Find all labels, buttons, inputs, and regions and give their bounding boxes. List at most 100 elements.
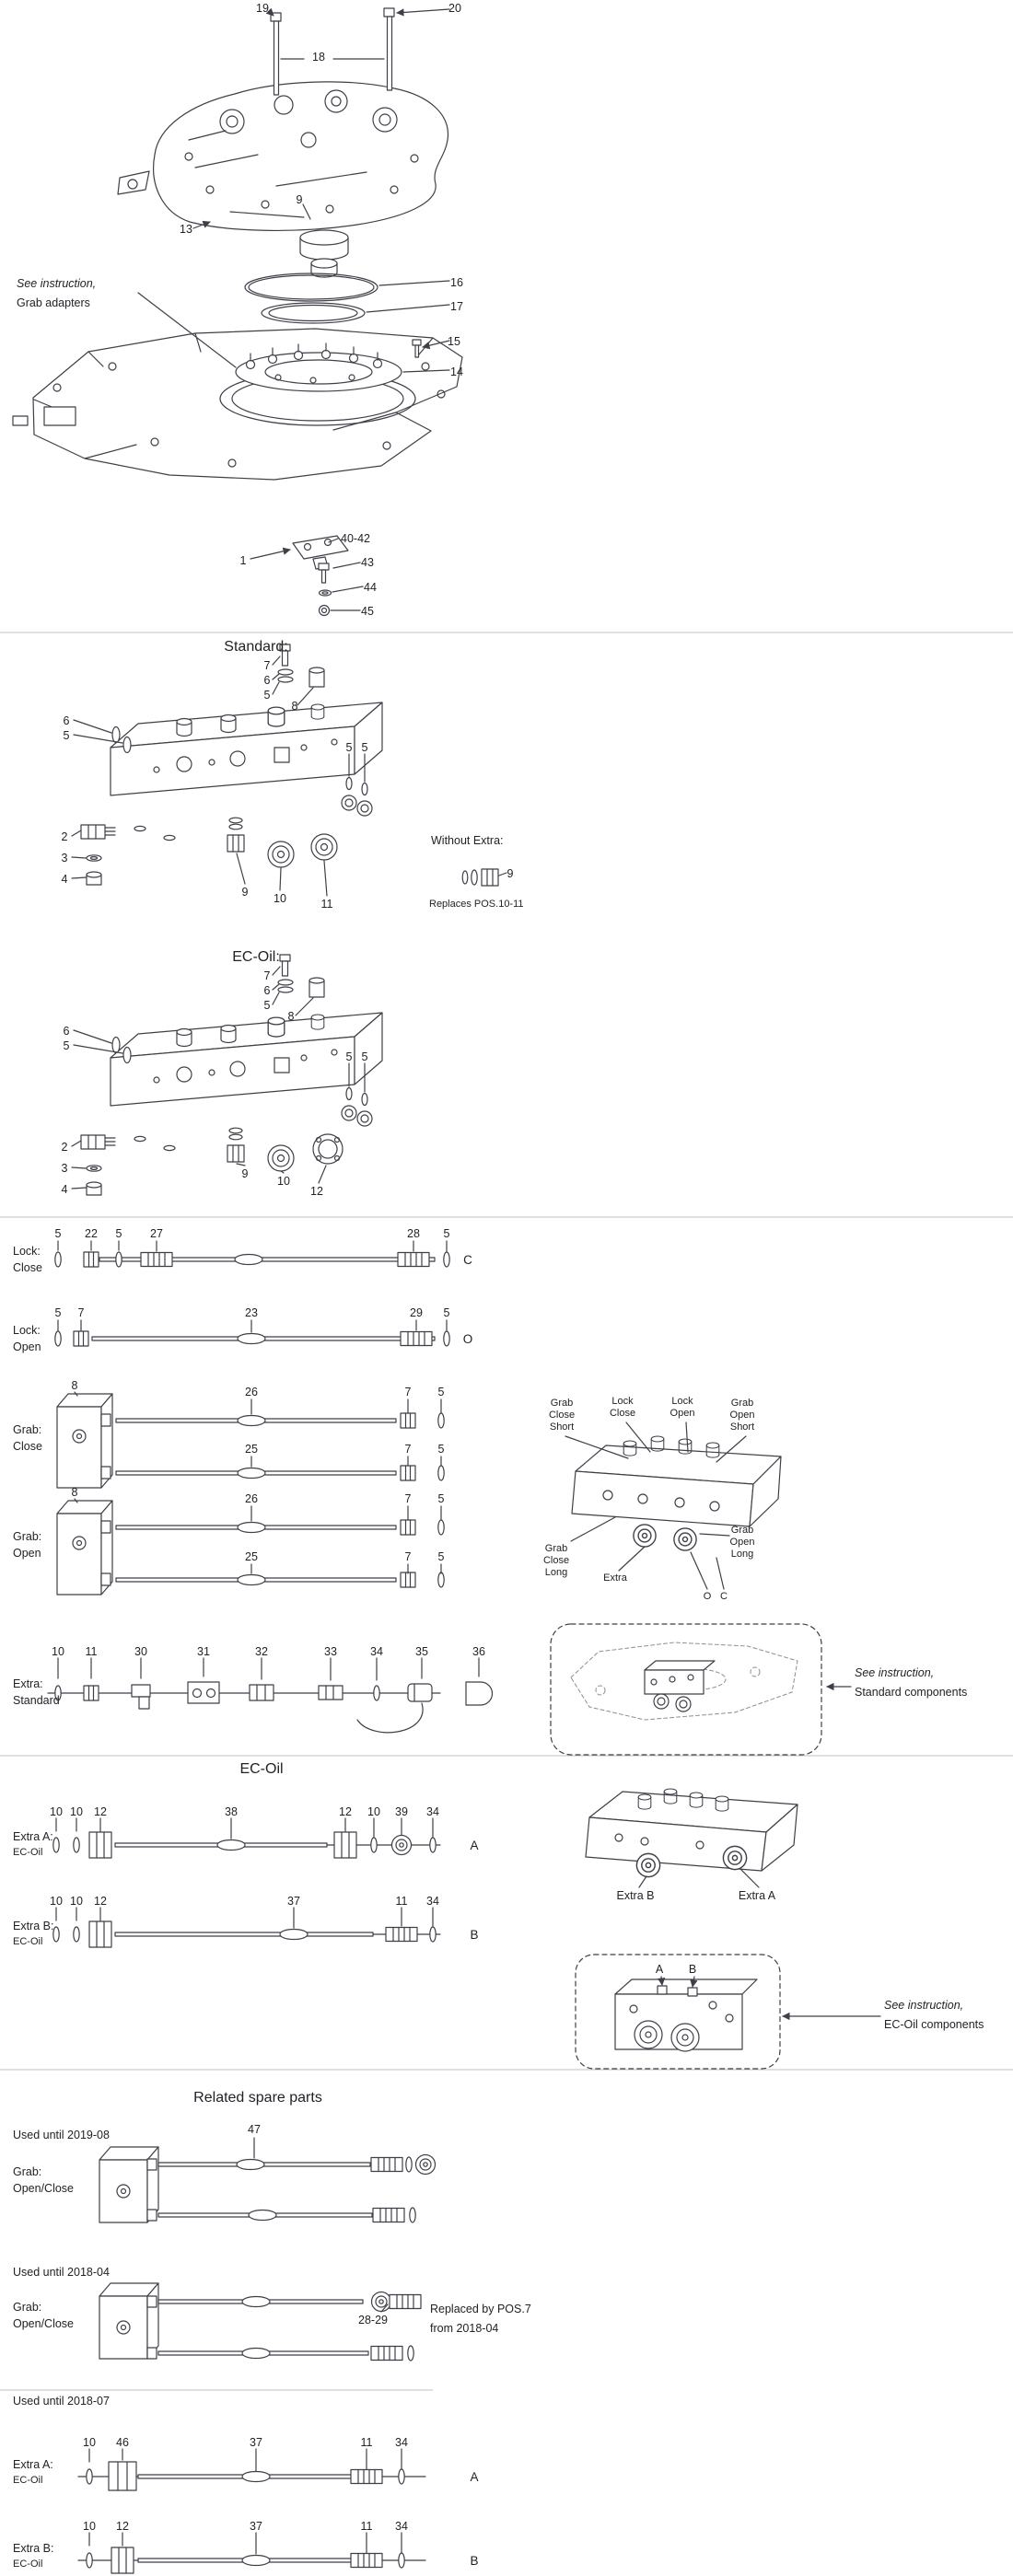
- row-label: EC-Oil: [13, 1936, 43, 1947]
- extra-standard-drawing: [47, 1657, 494, 1734]
- row-label: Extra A:: [13, 1830, 53, 1843]
- callout-label: 9: [241, 1167, 249, 1180]
- grab-adapters-note-line2: Grab adapters: [17, 296, 90, 309]
- callout-label: 36: [472, 1645, 485, 1658]
- callout-label: 10: [52, 1645, 64, 1658]
- callout-label: 16: [450, 276, 463, 289]
- row-label: EC-Oil: [13, 2475, 43, 2486]
- row-label: Extra B:: [13, 2542, 54, 2555]
- callout-label: 5: [437, 1492, 445, 1505]
- callout-label: 37: [287, 1895, 300, 1908]
- callout-label: 5: [63, 1039, 70, 1052]
- callout-label: 8: [71, 1486, 78, 1499]
- callout-label: 34: [370, 1645, 383, 1658]
- callout-label: 2: [61, 830, 68, 843]
- without-extra-title: Without Extra:: [431, 834, 504, 847]
- diagram-label: Close: [609, 1408, 636, 1419]
- standard-components-note-line1: See instruction,: [855, 1666, 935, 1679]
- callout-label: 11: [320, 898, 333, 911]
- callout-label: 8: [287, 1010, 295, 1023]
- callout-label: 25: [245, 1443, 258, 1456]
- callout-label: 44: [364, 581, 377, 594]
- callout-label: 7: [263, 659, 271, 672]
- row-label: Open/Close: [13, 2182, 75, 2195]
- callout-label: 40-42: [341, 532, 370, 545]
- row-label: Grab:: [13, 1423, 42, 1436]
- diagram-label: Lock: [611, 1396, 634, 1407]
- callout-label: 7: [404, 1550, 412, 1563]
- callout-label: 45: [361, 605, 374, 618]
- row-label: Standard: [13, 1694, 60, 1707]
- callout-label: 22: [85, 1227, 98, 1240]
- callout-label: 10: [50, 1805, 63, 1818]
- diagram-label: Short: [729, 1421, 755, 1433]
- callout-label: 12: [116, 2520, 129, 2533]
- callout-label: 12: [94, 1895, 107, 1908]
- callout-label: 1: [239, 554, 247, 567]
- callout-label: 34: [426, 1895, 439, 1908]
- callout-label: 7: [77, 1306, 85, 1319]
- callout-label: 34: [395, 2520, 408, 2533]
- callout-label: 11: [85, 1645, 98, 1658]
- callout-label: 33: [324, 1645, 337, 1658]
- callout-label: 3: [61, 852, 68, 864]
- diagram-label: Grab: [544, 1543, 568, 1554]
- port-letter: C: [720, 1591, 728, 1602]
- row-label: Extra:: [13, 1677, 43, 1690]
- ec-oil-components-note-line2: EC-Oil components: [884, 2018, 984, 2031]
- callout-label: 6: [263, 674, 271, 687]
- callout-label: 10: [277, 1175, 290, 1188]
- callout-label: 10: [274, 892, 286, 905]
- port-letter: A: [470, 1839, 479, 1852]
- callout-label: 10: [50, 1895, 63, 1908]
- replaced-note-line2: from 2018-04: [430, 2322, 499, 2335]
- diagram-label: Grab: [730, 1398, 754, 1409]
- port-letter: O: [462, 1332, 473, 1346]
- callout-label: 30: [134, 1645, 147, 1658]
- related-title: Related spare parts: [193, 2090, 322, 2106]
- grab-adapters-note-line1: See instruction,: [17, 277, 97, 290]
- callout-label: 47: [248, 2123, 261, 2136]
- callout-label: 5: [115, 1227, 122, 1240]
- ec-oil-components-note-line1: See instruction,: [884, 1999, 964, 2012]
- callout-label: 4: [61, 873, 68, 886]
- diagram-label: Open: [670, 1408, 695, 1419]
- row-label: Open/Close: [13, 2317, 75, 2330]
- callout-label: 37: [250, 2436, 262, 2449]
- callout-label: 28-29: [358, 2314, 388, 2327]
- callout-label: 6: [263, 984, 271, 997]
- ec-oil-block-diagram: [585, 1788, 798, 1888]
- without-extra-note: Replaces POS.10-11: [429, 899, 524, 910]
- callout-label: 23: [245, 1306, 258, 1319]
- callout-label: 7: [404, 1492, 412, 1505]
- callout-label: 5: [263, 999, 271, 1012]
- callout-label: 11: [360, 2520, 373, 2533]
- diagram-label: Long: [730, 1549, 754, 1560]
- port-letter: O: [703, 1591, 712, 1602]
- callout-label: 12: [94, 1805, 107, 1818]
- callout-label: 9: [506, 867, 514, 880]
- replaced-note-line1: Replaced by POS.7: [430, 2303, 531, 2315]
- row-label: EC-Oil: [13, 2559, 43, 2570]
- ec-oil-rows-drawing: [52, 1817, 441, 1948]
- hose-rows-drawing: [54, 1240, 450, 1595]
- callout-label: 5: [443, 1306, 450, 1319]
- callout-label: 31: [197, 1645, 210, 1658]
- callout-label: 6: [63, 1025, 70, 1038]
- standard-title: Standard:: [224, 639, 288, 655]
- callout-label: 10: [83, 2436, 96, 2449]
- used-until-2019-08: Used until 2019-08: [13, 2129, 110, 2141]
- ec-oil-2-title: EC-Oil: [239, 1761, 284, 1777]
- diagram-label: Close: [548, 1410, 576, 1421]
- used-until-2018-04: Used until 2018-04: [13, 2266, 110, 2279]
- callout-label: 5: [361, 1050, 368, 1063]
- row-label: Open: [13, 1547, 41, 1560]
- selector-valve-diagram: [565, 1421, 782, 1590]
